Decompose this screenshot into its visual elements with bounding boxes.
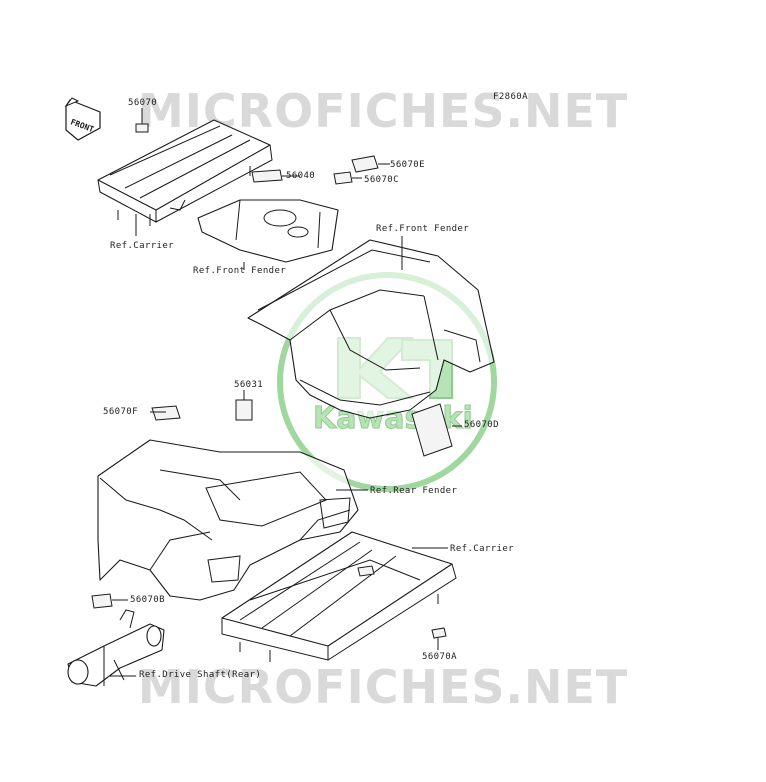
decal-56040 xyxy=(251,169,283,183)
decal-56070a xyxy=(431,627,447,639)
label-ref-carrier-front: Ref.Carrier xyxy=(110,241,175,251)
label-56070: 56070 xyxy=(128,98,158,108)
front-fender-piece xyxy=(197,199,339,263)
label-ref-front-fender-upper: Ref.Front Fender xyxy=(376,224,470,234)
decal-56070 xyxy=(135,123,149,133)
front-fender-assembly xyxy=(247,239,495,419)
front-carrier xyxy=(97,119,273,226)
label-56070a: 56070A xyxy=(422,652,457,662)
leader-lines xyxy=(110,108,462,677)
label-56070b: 56070B xyxy=(130,595,165,605)
label-56070c: 56070C xyxy=(364,175,399,185)
decal-56070d xyxy=(411,403,453,457)
decal-56070b xyxy=(91,593,113,609)
drive-shaft-rear xyxy=(67,609,165,687)
rear-fender xyxy=(97,439,359,601)
label-ref-carrier-rear: Ref.Carrier xyxy=(450,544,515,554)
label-ref-front-fender-lower: Ref.Front Fender xyxy=(193,266,287,276)
label-56070f: 56070F xyxy=(103,407,138,417)
decal-56070e xyxy=(351,155,379,173)
label-56031: 56031 xyxy=(234,380,264,390)
decal-56070c xyxy=(333,171,353,185)
label-ref-rear-fender: Ref.Rear Fender xyxy=(370,486,458,496)
rear-carrier xyxy=(221,531,457,662)
watermark-bottom: MICROFICHES.NET xyxy=(138,660,629,714)
decal-56070f xyxy=(151,405,181,421)
decal-rear-carrier xyxy=(357,565,375,577)
front-arrow-icon: FRONT xyxy=(64,97,101,141)
label-56070d: 56070D xyxy=(464,420,499,430)
label-56040: 56040 xyxy=(286,171,316,181)
diagram-code: F2860A xyxy=(493,92,528,102)
decal-56031 xyxy=(235,399,253,421)
label-56070e: 56070E xyxy=(390,160,425,170)
label-ref-drive-shaft: Ref.Drive Shaft(Rear) xyxy=(139,670,262,680)
